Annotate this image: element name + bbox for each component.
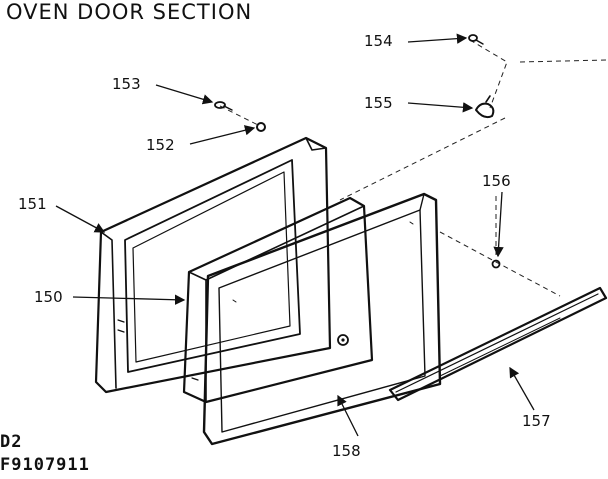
screw-154-icon xyxy=(468,34,484,45)
label-150: 150 xyxy=(34,288,63,306)
label-151: 151 xyxy=(18,195,47,213)
screw-153-icon xyxy=(214,101,233,111)
outer-glass-door-158 xyxy=(202,192,442,446)
label-156: 156 xyxy=(482,172,511,190)
label-155: 155 xyxy=(364,94,393,112)
screw-152-icon xyxy=(256,122,266,132)
door-trim-strip-157 xyxy=(388,286,608,402)
label-153: 153 xyxy=(112,75,141,93)
assembly-lines xyxy=(219,39,607,297)
label-157: 157 xyxy=(522,412,551,430)
door-frame-151 xyxy=(94,136,332,394)
hardware xyxy=(214,34,501,269)
clip-155-icon xyxy=(475,95,495,119)
label-152: 152 xyxy=(146,136,175,154)
label-158: 158 xyxy=(332,442,361,460)
part-labels: 153 152 151 150 154 155 156 157 158 xyxy=(18,32,551,460)
leaders xyxy=(55,33,535,437)
label-154: 154 xyxy=(364,32,393,50)
diagram-code-d2: D2 xyxy=(0,432,23,452)
diagram-title: OVEN DOOR SECTION xyxy=(6,0,253,24)
screw-156-icon xyxy=(491,259,501,269)
diagram-code-part-number: F9107911 xyxy=(0,455,90,475)
